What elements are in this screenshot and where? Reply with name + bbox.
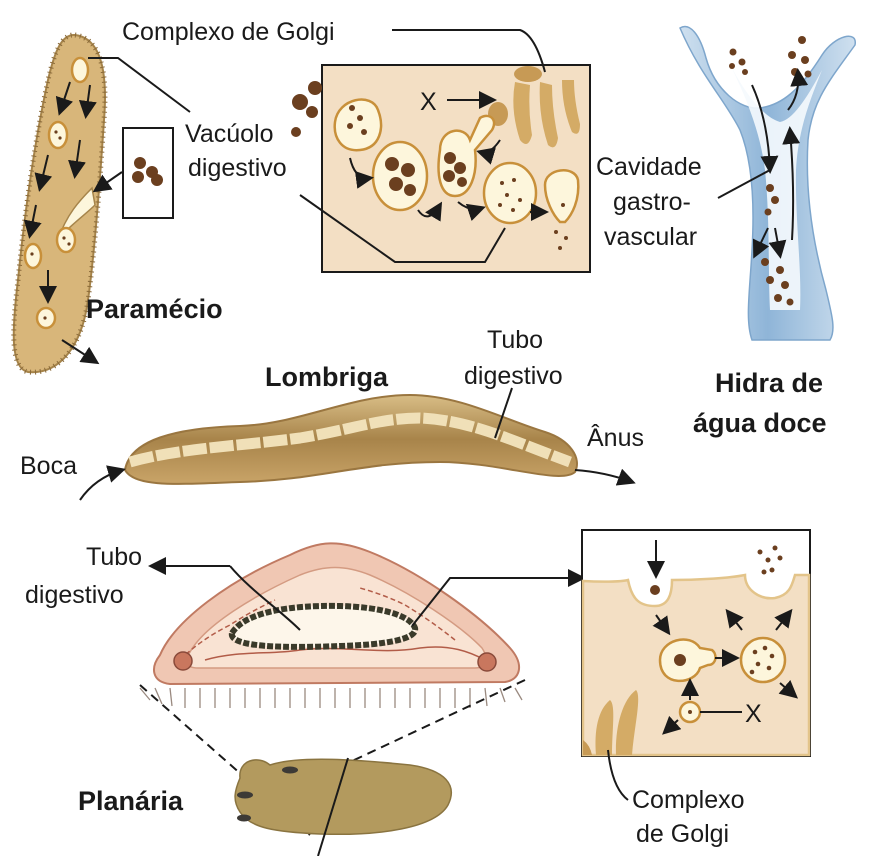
food-particles-outside bbox=[291, 81, 322, 137]
label-vacuolo-1: Vacúolo bbox=[185, 120, 274, 148]
eyespot bbox=[237, 792, 253, 799]
label-cavidade-1: Cavidade bbox=[596, 153, 702, 181]
label-tubo-low-1: Tubo bbox=[86, 543, 142, 571]
label-anus: Ânus bbox=[587, 423, 644, 452]
label-paramecio: Paramécio bbox=[86, 294, 223, 324]
nerve-right bbox=[478, 653, 496, 671]
label-cavidade-2: gastro- bbox=[613, 188, 691, 216]
vacuole bbox=[57, 228, 75, 252]
digestive-vacuole bbox=[741, 638, 785, 682]
label-tubo-top-2: digestivo bbox=[464, 362, 563, 390]
cilia bbox=[140, 688, 522, 708]
label-hidra-2: água doce bbox=[693, 408, 827, 438]
vacuole bbox=[25, 244, 41, 268]
label-golgi-top: Complexo de Golgi bbox=[122, 18, 335, 46]
boca-arrow bbox=[80, 470, 122, 500]
golgi-bottom-leader bbox=[608, 750, 628, 800]
gut-cavity bbox=[232, 606, 415, 647]
label-hidra-1: Hidra de bbox=[715, 368, 823, 398]
label-planaria: Planária bbox=[78, 786, 184, 816]
label-cavidade-3: vascular bbox=[604, 223, 697, 251]
eyespot bbox=[237, 815, 251, 822]
label-vacuolo-2: digestivo bbox=[188, 154, 287, 182]
label-lombriga: Lombriga bbox=[265, 362, 389, 392]
planaria-section bbox=[140, 543, 582, 708]
label-x-bottom: X bbox=[745, 700, 762, 728]
planaria bbox=[235, 758, 451, 856]
label-tubo-low-2: digestivo bbox=[25, 581, 124, 609]
roundworm bbox=[80, 388, 632, 500]
vacuole bbox=[49, 122, 67, 148]
label-golgi-bottom-2: de Golgi bbox=[636, 820, 729, 848]
label-tubo-top-1: Tubo bbox=[487, 326, 543, 354]
vacuole bbox=[484, 163, 536, 223]
vacuole bbox=[335, 100, 381, 151]
projection-right bbox=[350, 680, 525, 762]
vacuole bbox=[72, 58, 88, 82]
label-x-top: X bbox=[420, 88, 437, 116]
planaria-cell-inset bbox=[582, 530, 810, 800]
label-boca: Boca bbox=[20, 452, 77, 480]
hydra bbox=[680, 27, 855, 340]
label-golgi-bottom-1: Complexo bbox=[632, 786, 745, 814]
vacuole bbox=[373, 142, 427, 210]
anus-arrow bbox=[575, 470, 632, 482]
vacuole-inset bbox=[322, 65, 590, 272]
eyespot bbox=[282, 767, 298, 774]
nerve-left bbox=[174, 652, 192, 670]
